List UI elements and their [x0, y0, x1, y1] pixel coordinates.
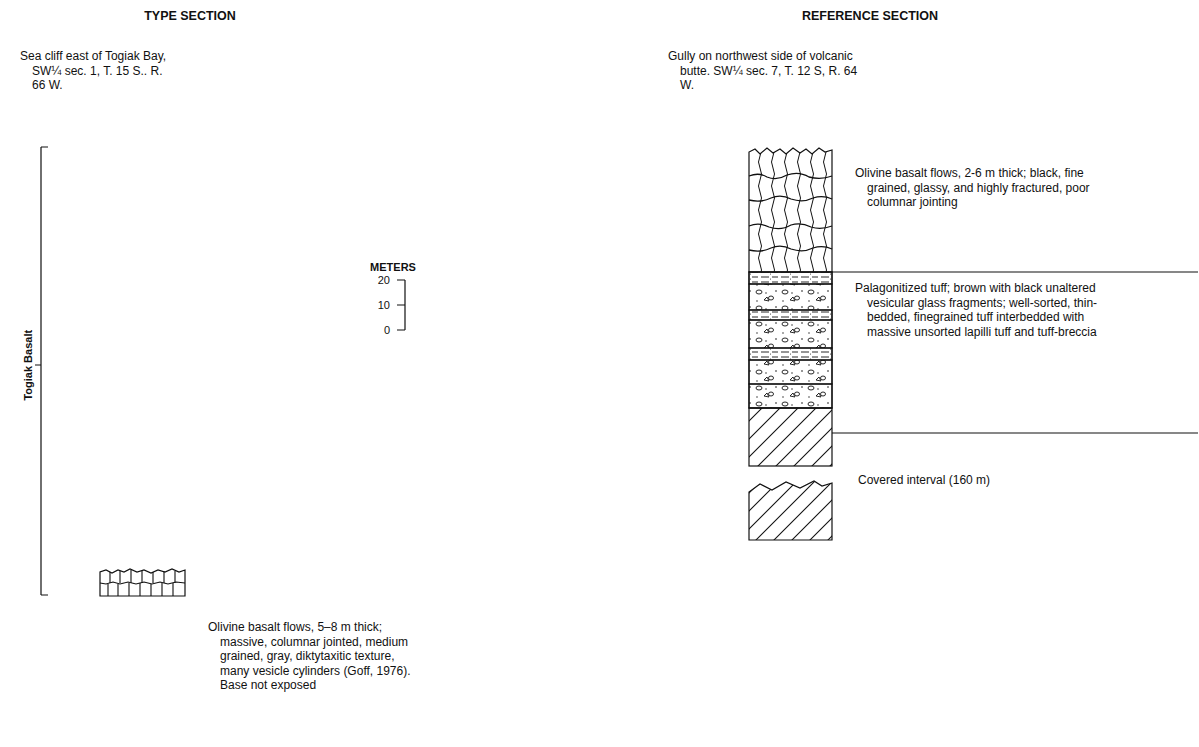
unit-description: Olivine basalt flows, 2-6 m thick; black…	[855, 166, 1105, 210]
unit-description: Covered interval (160 m)	[858, 473, 1058, 488]
tuff-column	[749, 272, 832, 408]
scale-value: 20	[362, 274, 390, 286]
basalt-column	[749, 148, 832, 272]
basalt-column	[100, 569, 185, 596]
location-note: Gully on northwest side of volcanic butt…	[668, 49, 858, 93]
scale-value: 0	[362, 324, 390, 336]
unit-description: Palagonitized tuff; brown with black una…	[855, 281, 1105, 339]
scale-value: 10	[362, 299, 390, 311]
unit-bracket	[35, 147, 48, 595]
scale-title: METERS	[363, 260, 423, 275]
unit-description: Olivine basalt flows, 5–8 m thick; massi…	[208, 620, 423, 693]
section-heading: TYPE SECTION	[110, 9, 270, 24]
location-note: Sea cliff east of Togiak Bay, SW¼ sec. 1…	[20, 49, 170, 93]
section-heading: REFERENCE SECTION	[780, 9, 960, 24]
scale-bar	[397, 280, 405, 330]
unit-name: Togiak Basalt	[21, 315, 36, 415]
covered-interval	[749, 408, 832, 540]
unit-boundary	[832, 272, 1198, 433]
